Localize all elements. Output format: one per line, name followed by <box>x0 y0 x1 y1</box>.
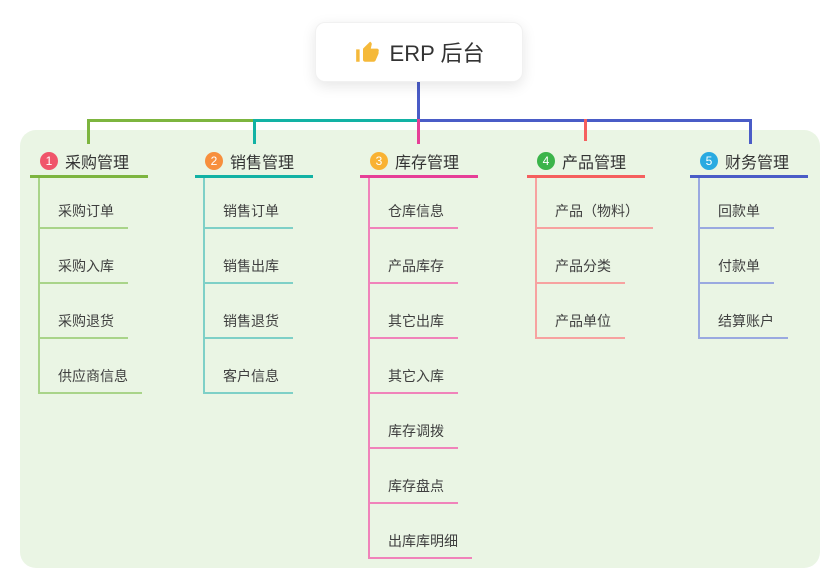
root-node[interactable]: ERP 后台 <box>315 22 523 82</box>
connector-finance-drop <box>749 119 752 144</box>
child-label: 结算账户 <box>698 311 788 339</box>
connector-root-drop <box>417 82 420 122</box>
connector-product-drop <box>584 119 587 141</box>
branch-label: 产品管理 <box>562 154 627 172</box>
branches-panel <box>20 130 820 568</box>
branch-number-badge: 2 <box>205 151 223 170</box>
branch-header-purchase[interactable]: 1 采购管理 <box>30 146 148 178</box>
child-label: 库存盘点 <box>368 476 458 504</box>
child-label: 供应商信息 <box>38 366 142 394</box>
child-node[interactable]: 产品分类 <box>535 229 653 284</box>
branch-sales: 2 销售管理 销售订单 销售出库 销售退货 客户信息 <box>195 146 313 394</box>
branch-header-sales[interactable]: 2 销售管理 <box>195 146 313 178</box>
child-node[interactable]: 库存调拨 <box>368 394 472 449</box>
branch-finance: 5 财务管理 回款单 付款单 结算账户 <box>690 146 808 339</box>
child-node[interactable]: 结算账户 <box>698 284 788 339</box>
branch-header-inventory[interactable]: 3 库存管理 <box>360 146 478 178</box>
child-label: 库存调拨 <box>368 421 458 449</box>
child-label: 产品单位 <box>535 311 625 339</box>
child-node[interactable]: 采购订单 <box>38 178 142 229</box>
child-node[interactable]: 产品（物料） <box>535 178 653 229</box>
connector-inventory-drop <box>417 119 420 144</box>
child-node[interactable]: 采购退货 <box>38 284 142 339</box>
child-label: 产品库存 <box>368 256 458 284</box>
branch-children: 销售订单 销售出库 销售退货 客户信息 <box>203 178 293 394</box>
branch-product: 4 产品管理 产品（物料） 产品分类 产品单位 <box>527 146 653 339</box>
branch-number-badge: 3 <box>370 151 388 170</box>
child-label: 付款单 <box>698 256 774 284</box>
child-label: 采购退货 <box>38 311 128 339</box>
child-label: 其它入库 <box>368 366 458 394</box>
child-node[interactable]: 出库库明细 <box>368 504 472 559</box>
child-node[interactable]: 付款单 <box>698 229 788 284</box>
branch-children: 仓库信息 产品库存 其它出库 其它入库 库存调拨 库存盘点 出库库明细 <box>368 178 472 559</box>
branch-children: 回款单 付款单 结算账户 <box>698 178 788 339</box>
thumbs-up-icon <box>355 41 379 62</box>
child-node[interactable]: 采购入库 <box>38 229 142 284</box>
child-label: 回款单 <box>698 201 774 229</box>
branch-number-badge: 4 <box>537 151 555 170</box>
branch-purchase: 1 采购管理 采购订单 采购入库 采购退货 供应商信息 <box>30 146 148 394</box>
branch-number-badge: 5 <box>700 151 718 170</box>
branch-header-finance[interactable]: 5 财务管理 <box>690 146 808 178</box>
child-node[interactable]: 销售退货 <box>203 284 293 339</box>
connector-sales-drop <box>253 119 256 144</box>
child-label: 产品分类 <box>535 256 625 284</box>
branch-inventory: 3 库存管理 仓库信息 产品库存 其它出库 其它入库 库存调拨 库存盘点 <box>360 146 478 559</box>
child-label: 客户信息 <box>203 366 293 394</box>
connector-purchase-horizontal <box>87 119 256 122</box>
child-label: 其它出库 <box>368 311 458 339</box>
branch-header-product[interactable]: 4 产品管理 <box>527 146 645 178</box>
branch-number-badge: 1 <box>40 151 58 170</box>
child-label: 出库库明细 <box>368 531 472 559</box>
child-label: 采购订单 <box>38 201 128 229</box>
branch-label: 库存管理 <box>395 154 460 172</box>
branch-label: 销售管理 <box>230 154 295 172</box>
branch-label: 采购管理 <box>65 154 130 172</box>
child-node[interactable]: 供应商信息 <box>38 339 142 394</box>
child-node[interactable]: 产品库存 <box>368 229 472 284</box>
child-node[interactable]: 库存盘点 <box>368 449 472 504</box>
child-node[interactable]: 回款单 <box>698 178 788 229</box>
branch-label: 财务管理 <box>725 154 790 172</box>
connector-sales-horizontal <box>253 119 420 122</box>
branch-children: 采购订单 采购入库 采购退货 供应商信息 <box>38 178 142 394</box>
child-label: 销售订单 <box>203 201 293 229</box>
branch-children: 产品（物料） 产品分类 产品单位 <box>535 178 653 339</box>
child-node[interactable]: 其它出库 <box>368 284 472 339</box>
child-label: 产品（物料） <box>535 201 653 229</box>
child-node[interactable]: 仓库信息 <box>368 178 472 229</box>
child-label: 仓库信息 <box>368 201 458 229</box>
child-label: 销售出库 <box>203 256 293 284</box>
child-label: 销售退货 <box>203 311 293 339</box>
connector-purchase-drop <box>87 119 90 144</box>
child-node[interactable]: 产品单位 <box>535 284 653 339</box>
child-label: 采购入库 <box>38 256 128 284</box>
child-node[interactable]: 销售出库 <box>203 229 293 284</box>
root-label: ERP 后台 <box>389 41 485 66</box>
child-node[interactable]: 客户信息 <box>203 339 293 394</box>
child-node[interactable]: 其它入库 <box>368 339 472 394</box>
child-node[interactable]: 销售订单 <box>203 178 293 229</box>
